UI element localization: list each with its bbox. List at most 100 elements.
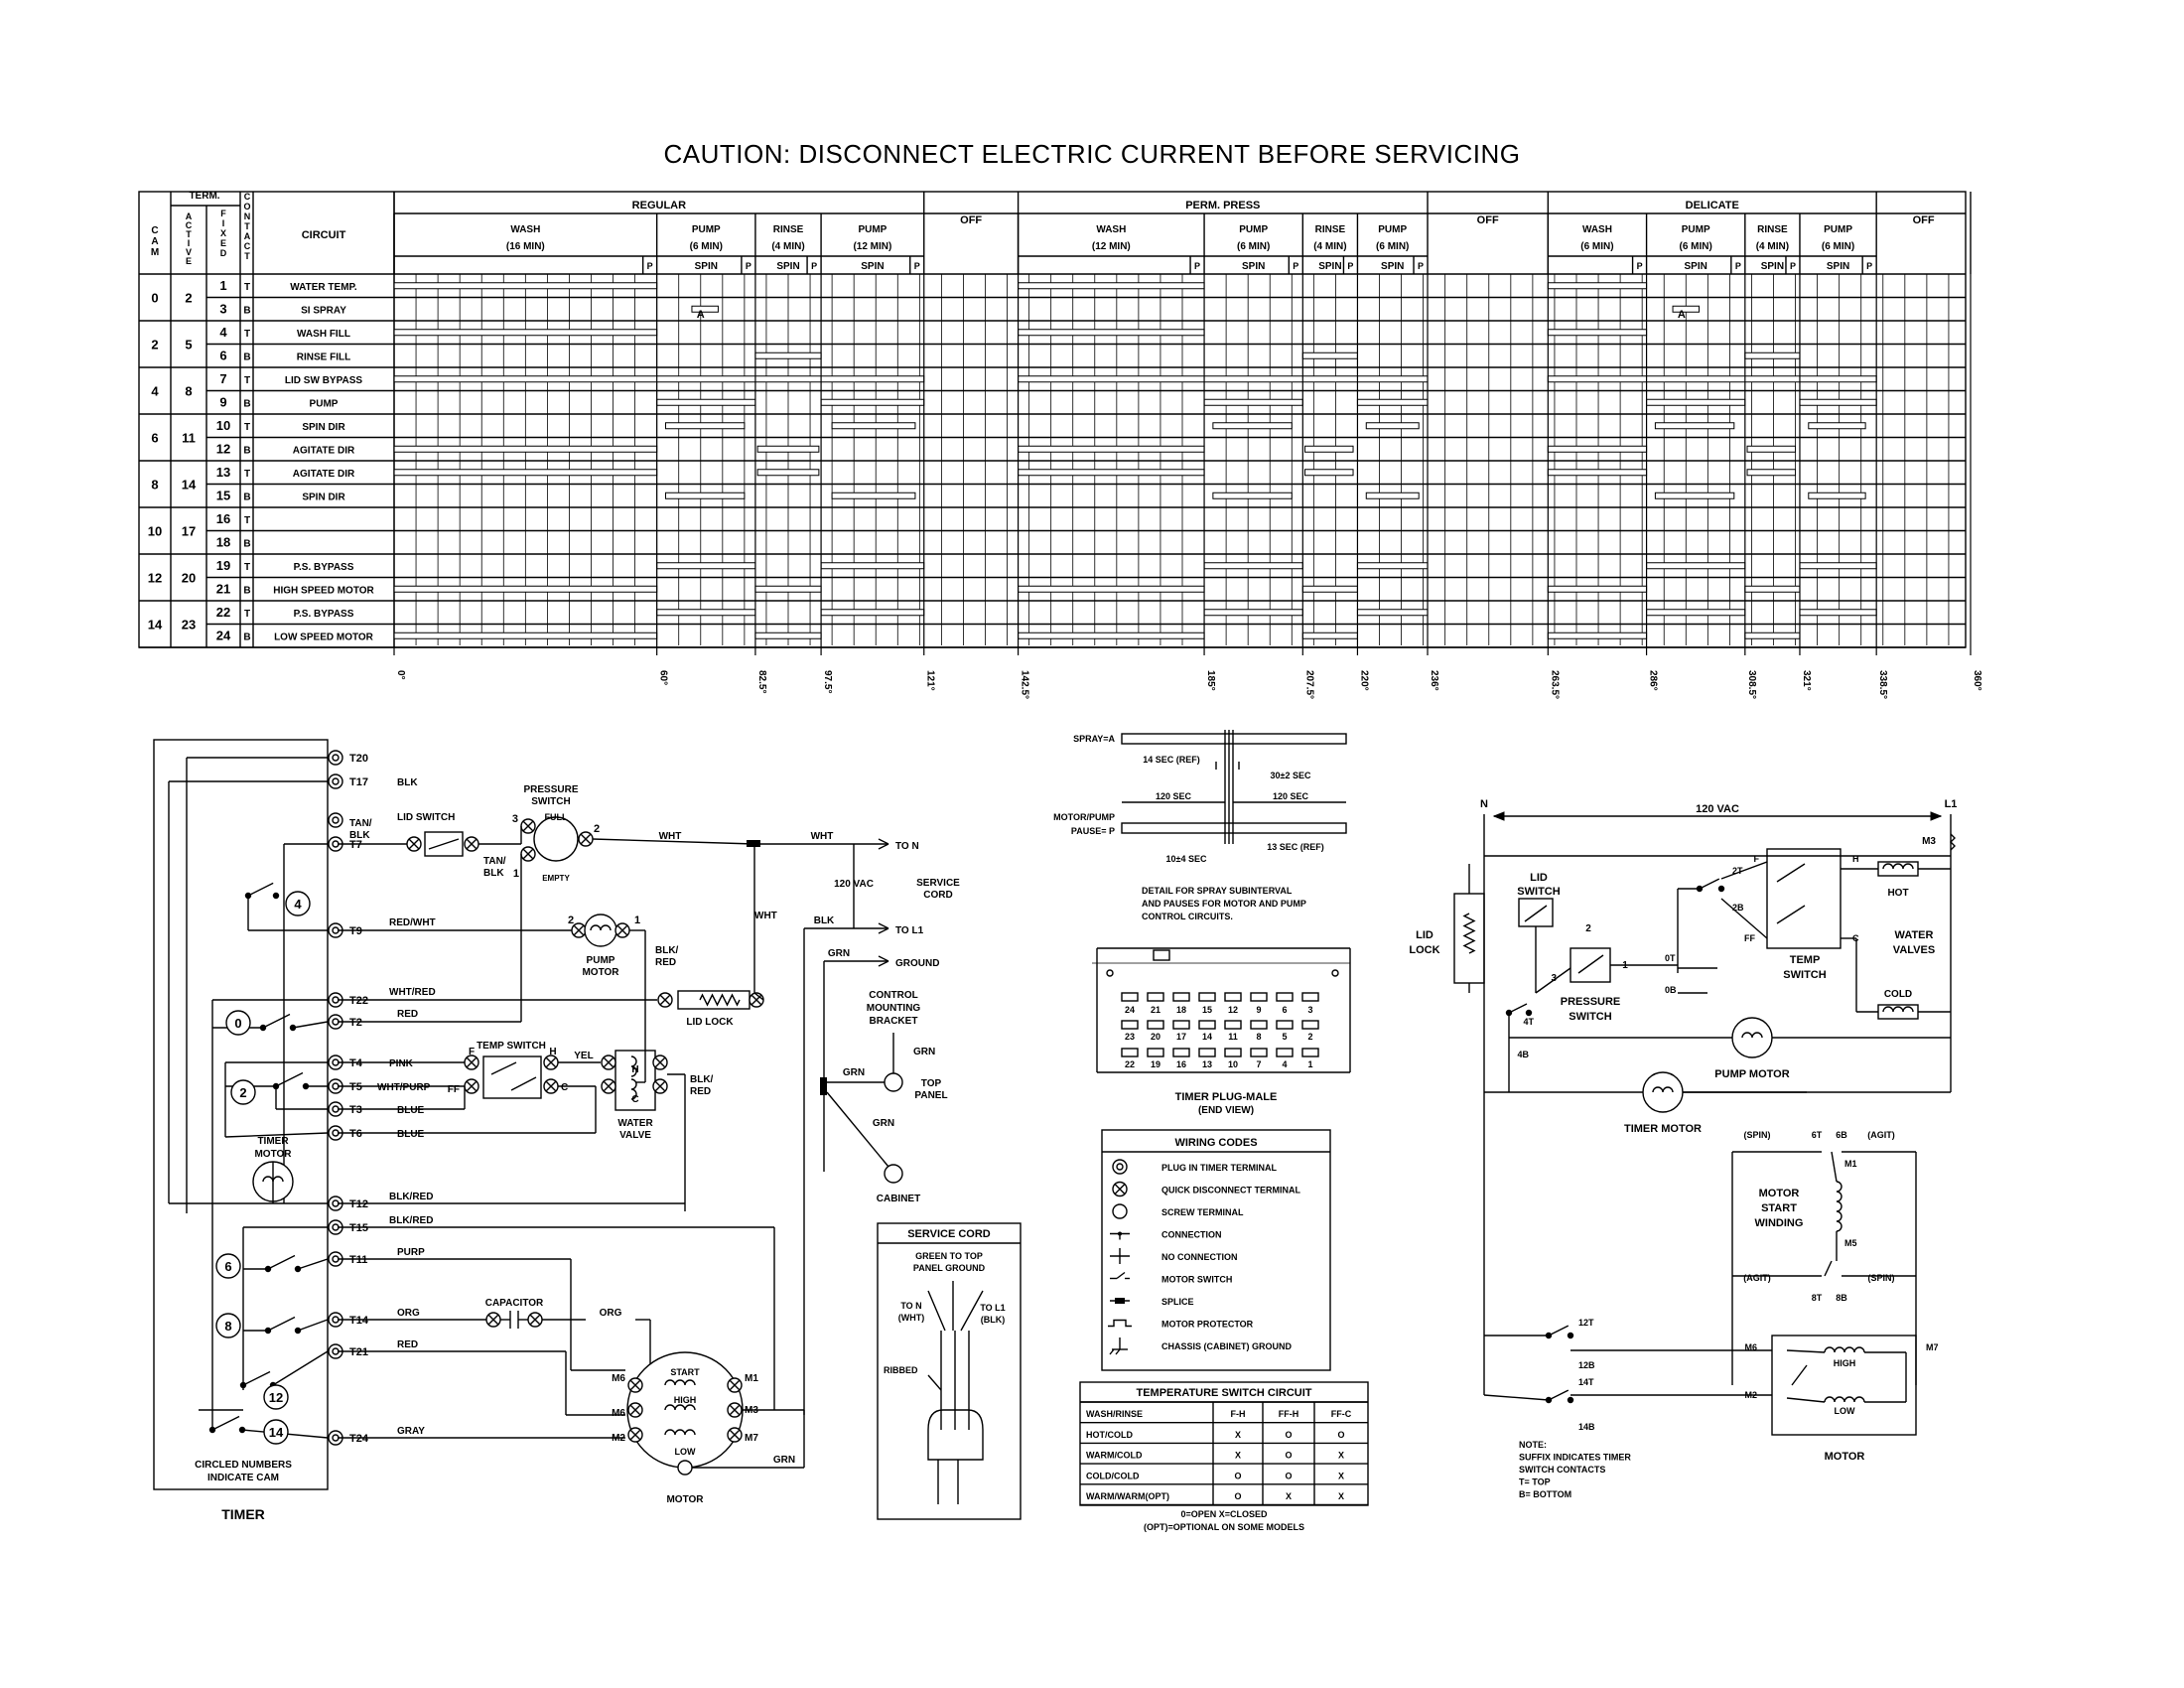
closed-interval-bar (1646, 398, 1746, 406)
qd-x (522, 848, 534, 860)
t6t-label: 6T (1812, 1130, 1823, 1140)
qd-x (629, 1429, 641, 1441)
wire-label: WHT (754, 911, 777, 921)
wire (292, 1021, 329, 1029)
detail-note: CONTROL CIRCUITS. (1142, 912, 1233, 921)
spin-label: SPIN (1827, 261, 1849, 272)
wire-label: PURP (397, 1247, 425, 1258)
closed-interval-bar (1646, 562, 1746, 570)
wire-label: BLK (814, 915, 835, 926)
closed-interval-bar (656, 562, 756, 570)
fixed-terminal: 18 (216, 535, 230, 550)
plug-tab (1153, 949, 1170, 961)
contact-type: B (243, 306, 250, 317)
pause-label: P (746, 261, 751, 271)
pump-motor-label: PUMP MOTOR (1714, 1068, 1789, 1080)
ground-icon (1109, 1348, 1115, 1355)
pause-label: P (1735, 261, 1741, 271)
qd-x (573, 924, 585, 936)
coil-icon (1824, 1396, 1865, 1403)
ladder-lid-switch (1518, 898, 1554, 927)
plug-pin-label: 9 (1256, 1005, 1261, 1015)
wire-label: GRAY (397, 1426, 425, 1437)
circuit-name: LOW SPEED MOTOR (274, 633, 374, 643)
arrow-icon (1492, 811, 1505, 821)
rung (1786, 1397, 1826, 1403)
plug-pin-label: 19 (1151, 1059, 1160, 1069)
closed-interval-bar (1018, 632, 1205, 639)
wire-label: GRN (843, 1067, 865, 1078)
switch-blade (247, 882, 274, 897)
hdr-cam-letter: C (151, 225, 158, 236)
phase-name: WASH (1096, 224, 1126, 235)
wire-label: ORG (397, 1308, 420, 1319)
spray-marker: A (1678, 309, 1686, 321)
m6-label: M6 (1744, 1342, 1757, 1352)
pin-slot (1276, 1048, 1294, 1057)
temp-legend: (OPT)=OPTIONAL ON SOME MODELS (1144, 1522, 1304, 1532)
pause-label: P (1194, 261, 1200, 271)
closed-interval-bar (1808, 422, 1866, 430)
cam-number: 6 (224, 1259, 231, 1274)
timer-plug-outline (1096, 947, 1351, 1073)
wire (272, 1350, 329, 1386)
screw-terminal-icon (884, 1164, 903, 1184)
contact-type: B (243, 352, 250, 363)
screw-terminal-icon (884, 1072, 903, 1092)
plug-pin-label: 7 (1256, 1059, 1261, 1069)
t8b-label: 8B (1836, 1293, 1847, 1303)
coil-icon (1741, 1032, 1763, 1039)
f-label: F (1754, 854, 1760, 864)
plug-pin-label: 10 (1228, 1059, 1238, 1069)
cam-number: 10 (148, 524, 162, 539)
phase-name: RINSE (773, 224, 804, 235)
arrow-icon (1930, 811, 1943, 821)
ladder-note: NOTE: (1519, 1440, 1547, 1450)
closed-interval-bar (1018, 445, 1205, 453)
hdr-active-letter: I (188, 238, 191, 248)
service-cord-label: CORD (923, 890, 952, 901)
phase-duration: (4 MIN) (771, 241, 804, 252)
hdr-circuit: CIRCUIT (302, 229, 346, 241)
closed-interval-bar (393, 632, 658, 639)
circuit-name: SPIN DIR (302, 492, 345, 503)
switch-blade (1548, 1325, 1570, 1336)
coil-icon (664, 1429, 696, 1436)
phase-name: PUMP (858, 224, 887, 235)
t14-label: 14 SEC (REF) (1143, 755, 1200, 765)
active-terminal: 14 (182, 478, 197, 492)
t2b-label: 2B (1732, 903, 1744, 913)
t14b-label: 14B (1578, 1422, 1595, 1432)
fixed-terminal: 10 (216, 418, 230, 433)
water-valve-icon (614, 1050, 656, 1111)
switch-blade (1524, 905, 1548, 922)
motor-pump-label: MOTOR/PUMP (1053, 812, 1115, 822)
wire-label: GRN (913, 1047, 935, 1057)
page-title: CAUTION: DISCONNECT ELECTRIC CURRENT BEF… (663, 139, 1521, 169)
closed-interval-bar (664, 422, 746, 430)
coil-icon (590, 924, 612, 931)
wiring-code-item: PLUG IN TIMER TERMINAL (1161, 1163, 1277, 1173)
terminal-label: T5 (349, 1081, 362, 1093)
pause-label: P (914, 261, 920, 271)
wire (592, 838, 755, 845)
qd-x (545, 1080, 557, 1092)
full-label: FULL (545, 812, 568, 822)
temp-table-cell: X (1338, 1491, 1344, 1501)
hdr-contact-letter: C (244, 192, 251, 202)
t4t-label: 4T (1523, 1017, 1534, 1027)
pin-slot (1276, 992, 1294, 1002)
ladder-note: SWITCH CONTACTS (1519, 1465, 1605, 1475)
pump-motor-label: PUMP (587, 955, 615, 966)
hdr-contact-letter: A (244, 231, 251, 241)
cam-number: 14 (148, 618, 163, 633)
t120b-label: 120 SEC (1273, 791, 1309, 801)
ladder-vac-label: 120 VAC (1696, 803, 1739, 815)
terminal-label: T7 (349, 839, 362, 851)
wire (224, 1132, 329, 1138)
terminal-label: T12 (349, 1198, 368, 1210)
wiring-code-item: MOTOR PROTECTOR (1161, 1320, 1254, 1330)
timer-note: INDICATE CAM (207, 1473, 279, 1483)
circuit-name: SPIN DIR (302, 422, 345, 433)
spin-label: SPIN (695, 261, 718, 272)
